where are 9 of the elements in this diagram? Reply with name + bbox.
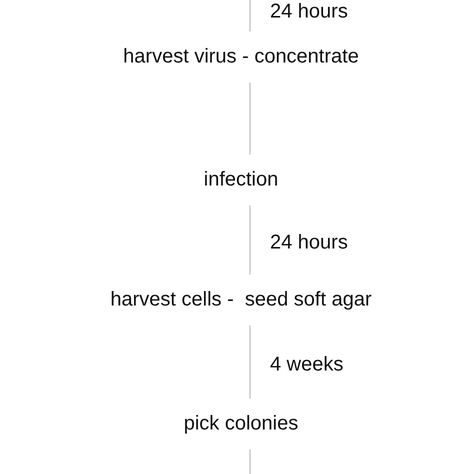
connector-line: [249, 0, 251, 32]
step-text: harvest cells - seed soft agar: [110, 288, 372, 312]
connector-line: [249, 326, 251, 398]
step-text: pick colonies: [184, 412, 298, 436]
connector-line: [249, 82, 251, 154]
step-text: infection: [204, 168, 278, 192]
connector-line: [249, 206, 251, 274]
step-text: harvest virus - concentrate: [123, 46, 359, 68]
connector-line: [249, 450, 251, 474]
